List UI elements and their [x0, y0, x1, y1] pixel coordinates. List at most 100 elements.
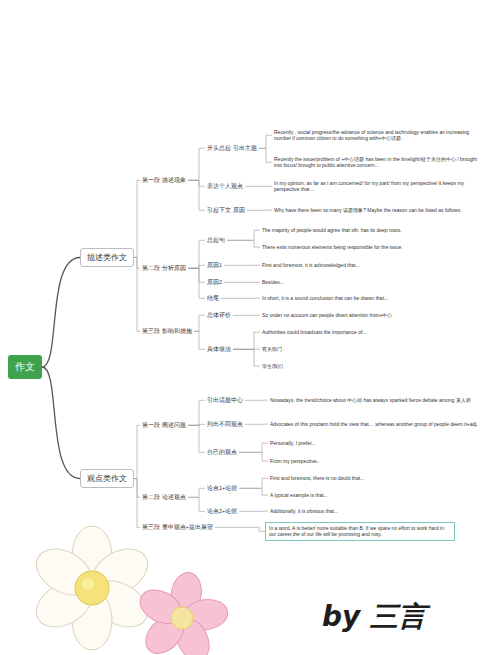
sentence-note: So under no account can people divert at… — [260, 311, 485, 319]
branch-line — [245, 400, 268, 401]
sentence-note: Why have there been so many 该题现象? Maybe … — [272, 206, 485, 214]
node-text: Recently the issue/problem of +中心话题 has … — [274, 156, 483, 169]
subtopic: 第三段 重申观点+提出展望 — [140, 523, 215, 532]
branch-line — [188, 265, 205, 268]
branch-line — [239, 443, 268, 452]
branch-line — [188, 268, 205, 298]
branch-line — [188, 148, 205, 180]
subtopic: 表达个人观点 — [205, 182, 245, 191]
node-text: In a word, A is better/ more suitable th… — [269, 525, 451, 538]
sentence-note: Besides... — [260, 278, 485, 286]
subtopic: 具体做法 — [205, 345, 233, 354]
sentence-note: The majority of people would agree that … — [260, 226, 485, 234]
main-topic: 观点类作文 — [80, 469, 134, 488]
subtopic: 论点2+论据 — [205, 507, 239, 516]
sentence-note: From my perspective.. — [268, 457, 483, 465]
node-text: 总体评价 — [207, 312, 231, 319]
node-text: A typical example is that... — [270, 492, 481, 498]
branch-line — [239, 488, 268, 495]
sentence-note: A typical example is that... — [268, 491, 483, 499]
branch-line — [42, 367, 80, 479]
node-text: Besides... — [262, 279, 483, 285]
subtopic: 引出话题中心 — [205, 396, 245, 405]
node-text: So under no account can people divert at… — [262, 312, 483, 318]
branch-line — [233, 349, 260, 366]
subtopic: 总体评价 — [205, 311, 233, 320]
branch-line — [224, 265, 260, 266]
sentence-note: In my opinion, as far as I am concerned/… — [272, 179, 485, 194]
sentence-note: Recently the issue/problem of +中心话题 has … — [272, 155, 485, 170]
node-text: 第三段 影响和措施 — [142, 328, 192, 335]
branch-line — [188, 268, 205, 282]
sentence-note: There exist numerous elements being resp… — [260, 243, 485, 251]
branch-line — [134, 180, 140, 257]
node-text: 自己的观点 — [207, 449, 237, 456]
node-text: 开头总起 引出主题 — [207, 145, 257, 152]
branch-line — [245, 186, 272, 187]
node-text: Advocates of this proclaim hold the view… — [270, 421, 481, 427]
node-text: 引出话题中心 — [207, 397, 243, 404]
subtopic: 引起下文 原因 — [205, 206, 247, 215]
subtopic: 第一段 阐述问题 — [140, 421, 188, 430]
node-text: Recently , social progress/the advance o… — [274, 129, 483, 142]
node-text: There exist numerous elements being resp… — [262, 244, 483, 250]
node-text: 第一段 描述现象 — [142, 177, 186, 184]
node-text: 列出不同观点 — [207, 421, 243, 428]
sentence-note: Advocates of this proclaim hold the view… — [268, 420, 483, 428]
node-text: 学生/我们 — [262, 363, 483, 369]
branch-line — [247, 210, 272, 211]
branch-line — [227, 230, 260, 240]
branch-line — [215, 527, 265, 531]
branch-line — [188, 425, 205, 452]
node-text: 作文 — [15, 360, 35, 374]
node-text: 引起下文 原因 — [207, 207, 245, 214]
node-text: 第三段 重申观点+提出展望 — [142, 524, 213, 531]
node-text: 第二段 分析原因 — [142, 265, 186, 272]
branch-line — [239, 478, 268, 488]
branch-line — [42, 258, 80, 368]
branch-line — [239, 511, 268, 512]
node-text: 表达个人观点 — [207, 183, 243, 190]
sentence-note: First and foremost, it is acknowledged t… — [260, 261, 485, 269]
subtopic: 总起句 — [205, 236, 227, 245]
subtopic: 原因2 — [205, 278, 224, 287]
node-text: 结尾 — [207, 295, 219, 302]
branch-line — [134, 479, 140, 528]
branch-line — [134, 425, 140, 478]
node-text: Personally, I prefer... — [270, 440, 481, 446]
sentence-note: Additionally, it is obvious that... — [268, 507, 483, 515]
node-text: Nowadays, the trend/choice about 中心词 has… — [270, 397, 481, 403]
branch-line — [188, 180, 205, 210]
node-text: Why have there been so many 该题现象? Maybe … — [274, 207, 483, 213]
branch-line — [227, 240, 260, 247]
subtopic: 结尾 — [205, 294, 221, 303]
sentence-note: Authorities could broadcast the importan… — [260, 328, 485, 336]
node-text: In my opinion, as far as I am concerned/… — [274, 180, 483, 193]
node-text: 有关部门 — [262, 346, 483, 352]
node-text: First and foremost, there is no doubt th… — [270, 475, 481, 481]
node-text: 第一段 阐述问题 — [142, 422, 186, 429]
node-text: 具体做法 — [207, 346, 231, 353]
subtopic: 原因1 — [205, 261, 224, 270]
subtopic: 第二段 论述观点 — [140, 493, 188, 502]
node-text: From my perspective.. — [270, 458, 481, 464]
branch-line — [188, 180, 205, 186]
subtopic: 列出不同观点 — [205, 420, 245, 429]
branch-line — [233, 332, 260, 349]
root-topic: 作文 — [8, 355, 42, 379]
sentence-note: First and foremost, there is no doubt th… — [268, 474, 483, 482]
node-text: 原因2 — [207, 279, 222, 286]
branch-line — [224, 282, 260, 283]
node-text: 原因1 — [207, 262, 222, 269]
branch-line — [239, 452, 268, 461]
node-text: The majority of people would agree that … — [262, 227, 483, 233]
sentence-note: Recently , social progress/the advance o… — [272, 128, 485, 143]
node-text: 描述类作文 — [87, 252, 127, 263]
node-text: 总起句 — [207, 237, 225, 244]
branch-line — [188, 497, 205, 511]
branch-line — [245, 424, 268, 425]
subtopic: 第一段 描述现象 — [140, 176, 188, 185]
subtopic: 开头总起 引出主题 — [205, 144, 259, 153]
sentence-note: 有关部门 — [260, 345, 485, 353]
